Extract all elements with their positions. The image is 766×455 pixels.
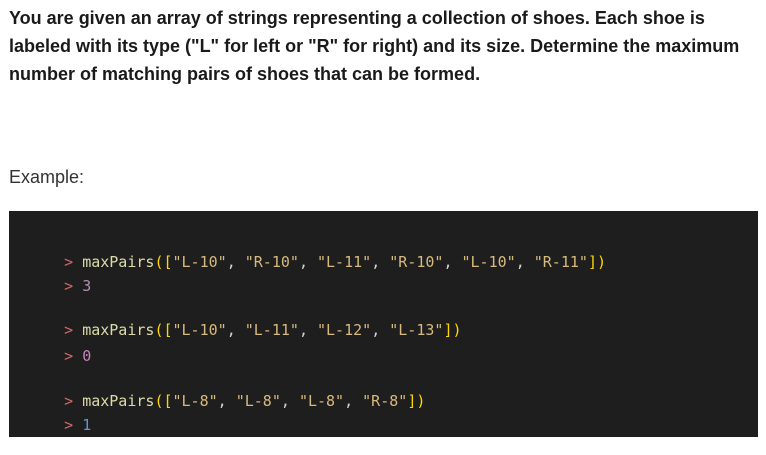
prompt-symbol: > [64, 392, 74, 410]
function-name: maxPairs [82, 321, 155, 339]
close-bracket: ]) [407, 392, 426, 410]
argument: "L-12" [317, 321, 372, 339]
argument: "R-10" [389, 253, 444, 271]
function-name: maxPairs [82, 392, 155, 410]
argument: "L-10" [172, 253, 227, 271]
argument: "R-11" [533, 253, 588, 271]
open-bracket: ([ [154, 392, 173, 410]
argument: "L-8" [235, 392, 281, 410]
result-symbol: > [64, 416, 74, 434]
argument: "L-11" [244, 321, 299, 339]
example-call: > maxPairs(["L-10", "R-10", "L-11", "R-1… [64, 253, 606, 271]
argument: "L-11" [317, 253, 372, 271]
problem-statement: You are given an array of strings repres… [9, 8, 740, 84]
example-call: > maxPairs(["L-10", "L-11", "L-12", "L-1… [64, 321, 462, 339]
example-result: > 3 [28, 256, 91, 316]
argument: "L-10" [172, 321, 227, 339]
open-bracket: ([ [154, 253, 173, 271]
argument: "L-8" [298, 392, 345, 410]
argument: "L-13" [389, 321, 444, 339]
example-label: Example: [9, 167, 85, 187]
prompt-symbol: > [64, 253, 74, 271]
open-bracket: ([ [154, 321, 173, 339]
result-value: 0 [82, 347, 92, 365]
result-symbol: > [64, 347, 74, 365]
result-symbol: > [64, 277, 74, 295]
function-name: maxPairs [82, 253, 155, 271]
close-bracket: ]) [587, 253, 606, 271]
prompt-symbol: > [64, 321, 74, 339]
result-value: 3 [82, 277, 92, 295]
code-block: > maxPairs(["L-10", "R-10", "L-11", "R-1… [9, 211, 758, 437]
argument: "L-8" [172, 392, 218, 410]
example-result: > 1 [28, 395, 91, 455]
close-bracket: ]) [443, 321, 462, 339]
result-value: 1 [82, 416, 92, 434]
argument: "R-8" [362, 392, 408, 410]
argument: "R-10" [244, 253, 299, 271]
example-call: > maxPairs(["L-8", "L-8", "L-8", "R-8"]) [64, 392, 426, 410]
example-result: > 0 [28, 326, 91, 386]
argument: "L-10" [461, 253, 516, 271]
